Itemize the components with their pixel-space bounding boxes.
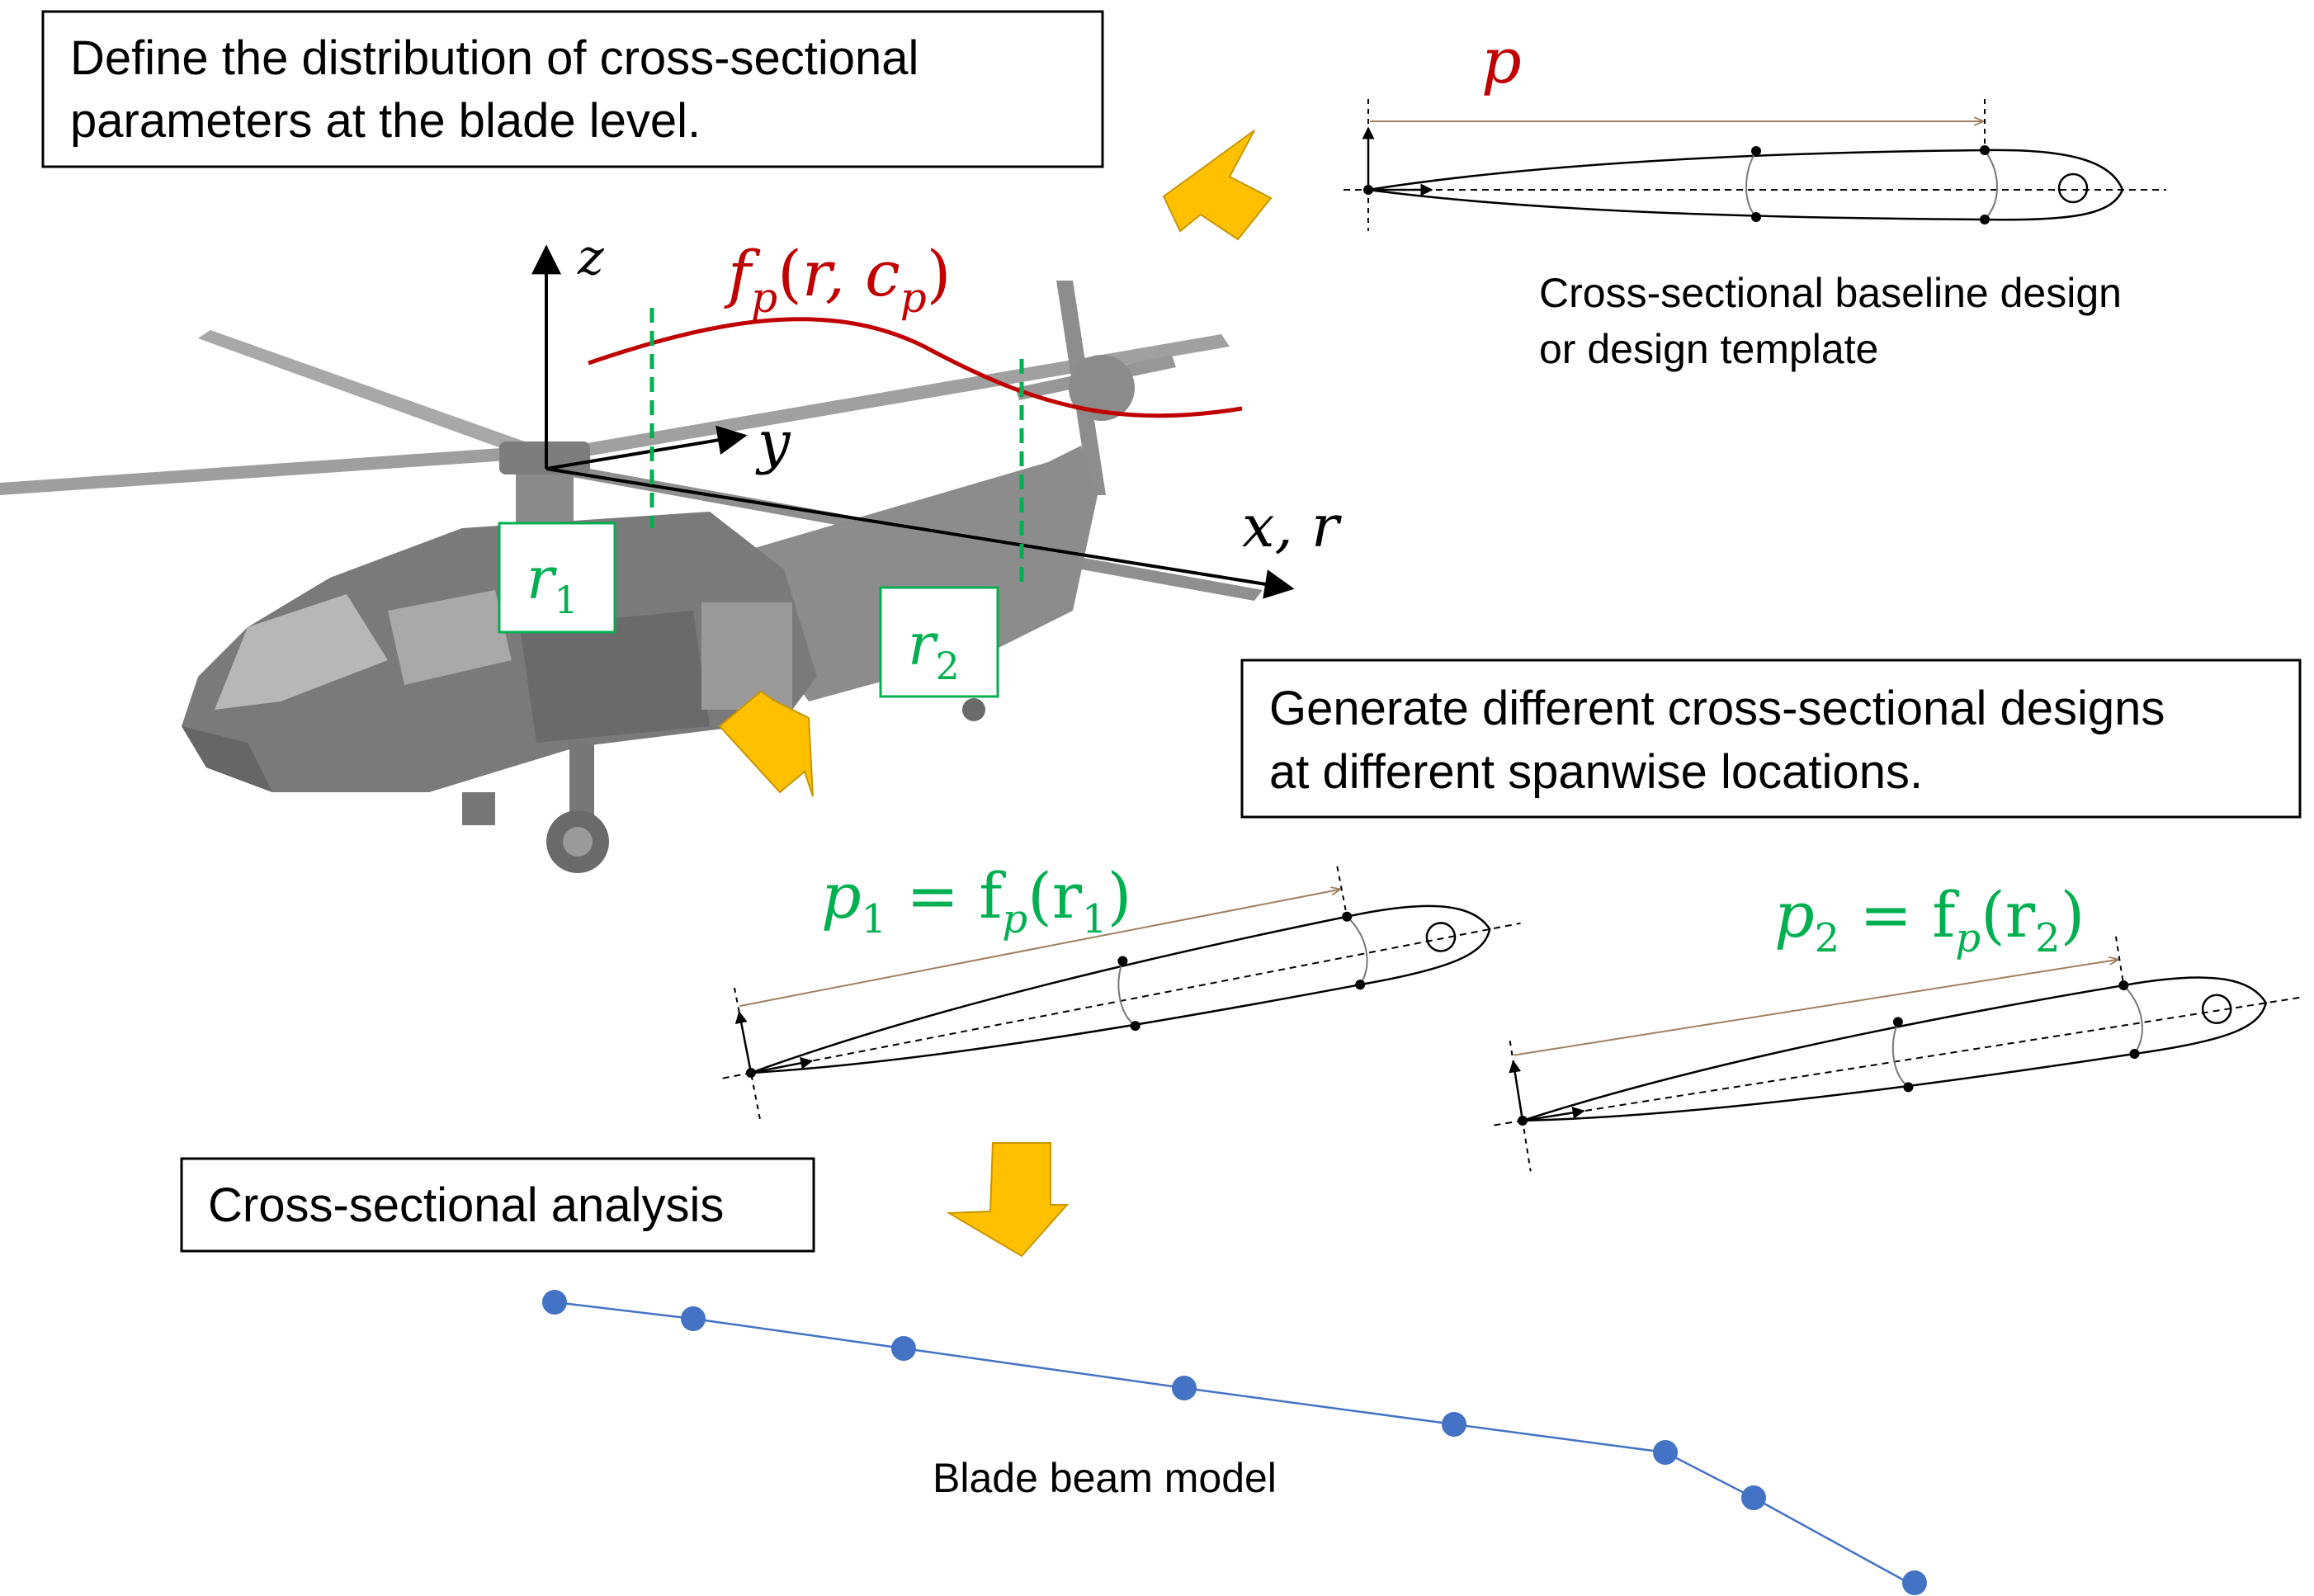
baseline-caption-line2: or design template [1539,326,1878,372]
airfoil-section-2 [1494,936,2302,1172]
wheel-tail [962,698,985,721]
p1-equation: p1 = fp(r1) [821,859,1131,942]
svg-text:Generate different cross-secti: Generate different cross-sectional desig… [1269,682,2165,735]
svg-text:parameters at the blade level.: parameters at the blade level. [70,94,701,148]
airfoil-outline [1367,149,2124,221]
chord-parameter-label: p [1481,24,1522,97]
generate-step-box: Generate different cross-sectional desig… [1240,659,2302,819]
beam-node [681,1306,706,1331]
beam-node [1653,1440,1678,1465]
y-axis-label: y [755,408,791,476]
svg-text:r2: r2 [908,611,960,688]
station-box-r1: r1 [498,522,616,634]
distribution-curve [588,317,1243,418]
baseline-airfoil [1344,99,2166,231]
svg-text:at different spanwise location: at different spanwise locations. [1269,745,1923,799]
analysis-step-box: Cross-sectional analysis [180,1157,815,1253]
beam-node [1741,1485,1766,1510]
beam-line [554,1301,1915,1588]
rotor-blade-left-long [0,446,545,495]
beam-node [1172,1376,1197,1400]
coordinate-axes [531,244,1295,599]
y-axis [545,425,748,470]
xr-axis [545,467,1295,599]
flow-arrow-blade-to-designs [718,690,814,797]
xr-axis-label: x, r [1242,493,1342,560]
p2-equation: p2 = fp(r2) [1774,878,2085,961]
z-axis-label: z [577,229,604,286]
blade-beam-model [542,1290,1927,1595]
rotor-blade-upper-left [198,330,536,458]
flow-arrow-designs-to-analysis [946,1142,1070,1258]
helicopter-illustration [0,281,1263,873]
svg-text:Define the distribution of cro: Define the distribution of cross-section… [70,31,919,85]
flow-arrow-template-to-blade [1162,130,1273,241]
tail-boom [710,446,1098,701]
beam-node [542,1290,567,1315]
svg-text:Cross-sectional analysis: Cross-sectional analysis [208,1178,724,1232]
beam-node [1442,1412,1466,1437]
distribution-function-label: fp(r, cp) [724,237,951,322]
cockpit-window [215,594,388,710]
airfoil-section-1 [722,866,1521,1122]
station-box-r2: r2 [879,586,999,698]
define-step-box: Define the distribution of cross-section… [41,10,1104,168]
cabin-door [520,611,710,743]
landing-gear [569,743,594,817]
beam-node [891,1336,916,1361]
beam-model-caption: Blade beam model [933,1455,1277,1501]
baseline-caption-line1: Cross-sectional baseline design [1539,270,2122,316]
beam-node [1902,1570,1927,1595]
svg-text:r1: r1 [527,545,578,622]
